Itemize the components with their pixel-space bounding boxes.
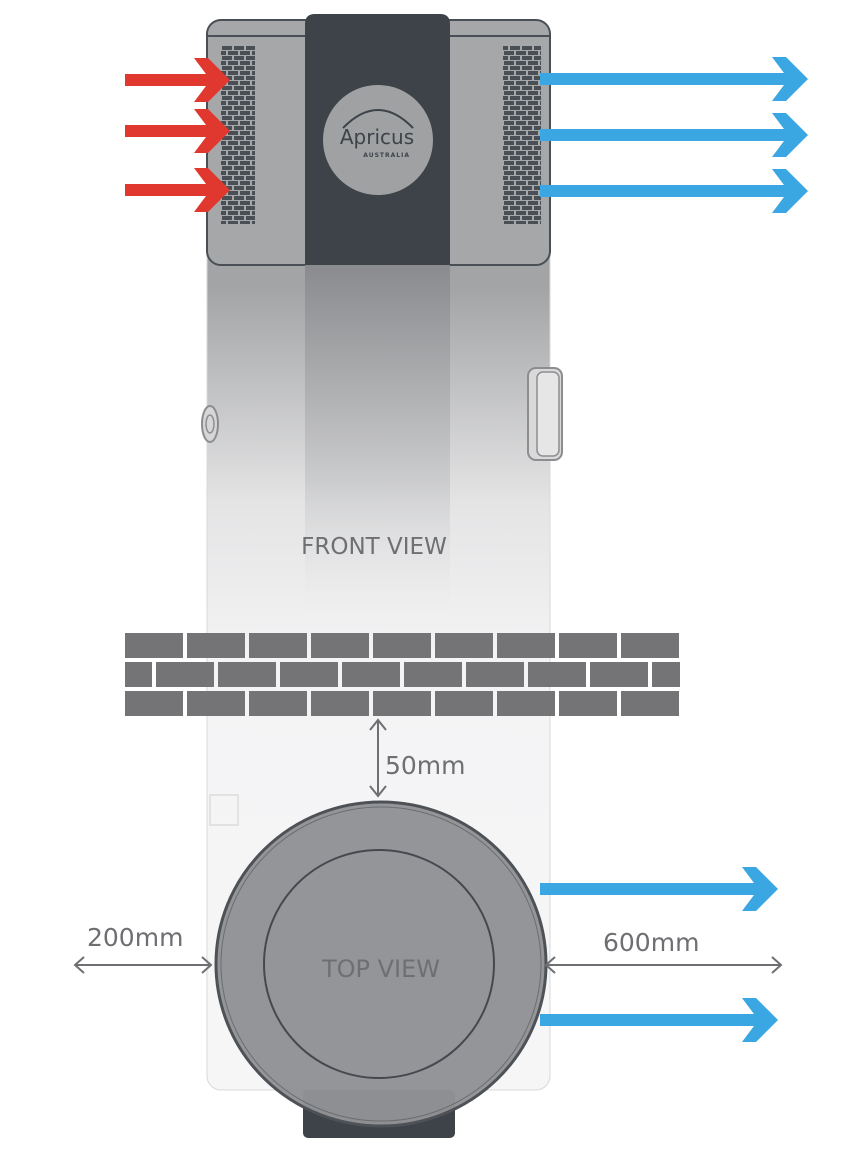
warm-air-arrow-icon: [125, 168, 230, 212]
brick: [621, 633, 679, 658]
cool-air-arrow-icon: [540, 113, 808, 157]
slat-shade: [305, 265, 450, 625]
right-clearance-dimension: [544, 956, 783, 974]
brick: [497, 633, 555, 658]
warm-air-inflow-arrows: [125, 58, 230, 212]
brick: [218, 662, 276, 687]
warm-air-arrow-icon: [125, 109, 230, 153]
brick: [528, 662, 586, 687]
apricus-logo: Apricus AUSTRALIA: [323, 85, 433, 195]
right-clearance-label: 600mm: [603, 928, 699, 957]
brick: [342, 662, 400, 687]
top-view-inner-circle: [263, 849, 495, 1079]
faint-panel-outline: [209, 794, 239, 826]
left-clearance-label: 200mm: [87, 923, 183, 952]
front-view-label: FRONT VIEW: [301, 534, 447, 560]
brick: [187, 691, 245, 716]
brick: [156, 662, 214, 687]
cool-air-arrow-icon: [540, 169, 808, 213]
cool-air-arrow-icon: [540, 867, 778, 911]
side-knob-icon: [201, 405, 219, 443]
right-grille: [503, 46, 541, 224]
side-handle-icon: [527, 367, 563, 461]
brick: [373, 633, 431, 658]
brick: [590, 662, 648, 687]
brick: [559, 691, 617, 716]
left-grille: [221, 46, 255, 224]
brick: [125, 633, 183, 658]
brick: [280, 662, 338, 687]
brick: [559, 633, 617, 658]
brick: [621, 691, 679, 716]
brick: [249, 633, 307, 658]
cool-air-arrow-icon: [540, 57, 808, 101]
brick: [466, 662, 524, 687]
brick: [249, 691, 307, 716]
logo-brand: Apricus: [340, 125, 414, 149]
rear-clearance-dimension: [369, 718, 387, 798]
brick-wall: [125, 633, 680, 716]
logo-subtitle: AUSTRALIA: [363, 152, 410, 159]
brick: [187, 633, 245, 658]
brick: [311, 633, 369, 658]
cool-air-arrow-icon: [540, 998, 778, 1042]
brick: [652, 662, 680, 687]
top-view-label: TOP VIEW: [321, 955, 440, 983]
cool-air-outflow-arrows: [540, 57, 808, 1042]
rear-clearance-label: 50mm: [385, 751, 466, 780]
top-view-unit: [214, 800, 548, 1138]
brick: [125, 691, 183, 716]
left-clearance-dimension: [73, 956, 213, 974]
brick: [435, 633, 493, 658]
brick: [125, 662, 152, 687]
brick: [435, 691, 493, 716]
warm-air-arrow-icon: [125, 58, 230, 102]
brick: [373, 691, 431, 716]
brick: [404, 662, 462, 687]
brick: [497, 691, 555, 716]
brick: [311, 691, 369, 716]
